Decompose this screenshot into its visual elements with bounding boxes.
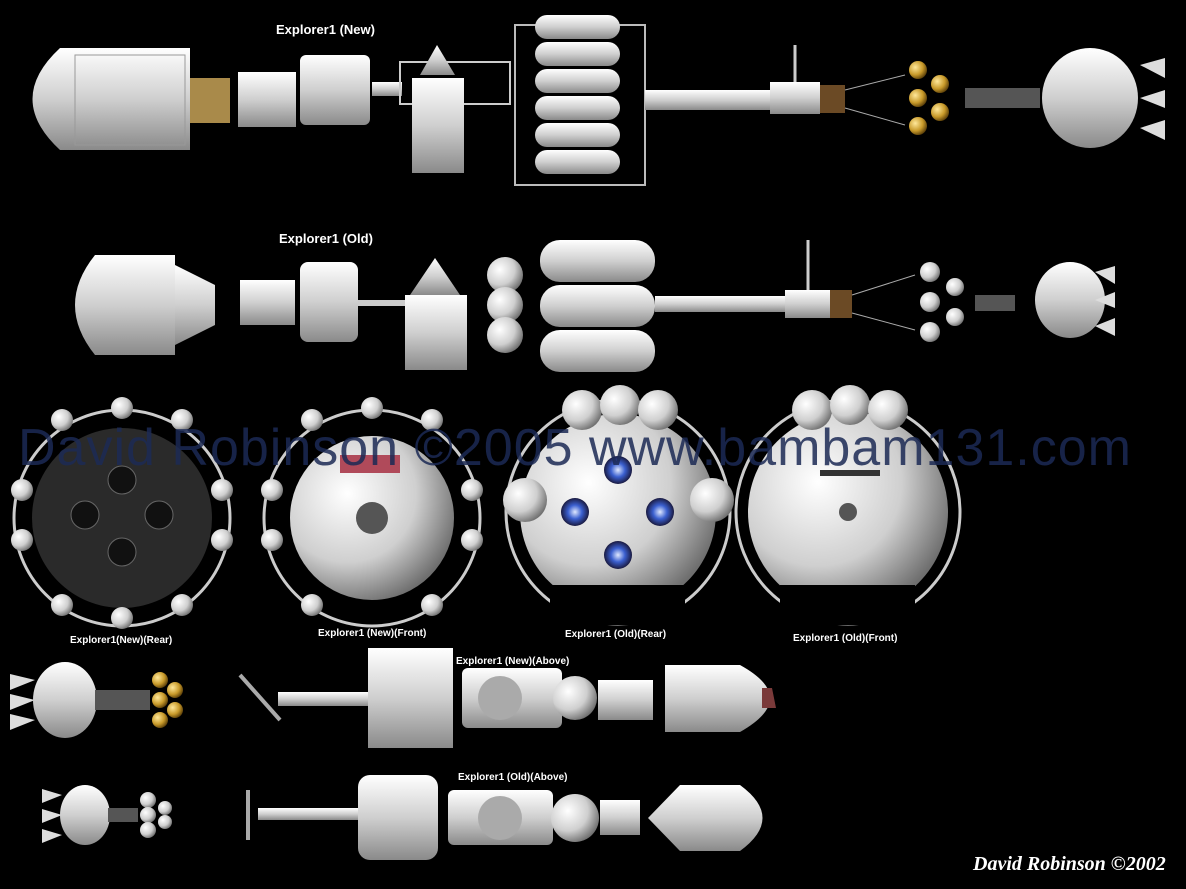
label-old-front: Explorer1 (Old)(Front) bbox=[793, 633, 898, 644]
label-old-above: Explorer1 (Old)(Above) bbox=[458, 772, 568, 783]
label-explorer-new: Explorer1 (New) bbox=[276, 22, 375, 37]
explorer-new-rear-view bbox=[11, 397, 233, 629]
label-old-rear: Explorer1 (Old)(Rear) bbox=[565, 629, 667, 640]
explorer-old-above-view bbox=[42, 775, 763, 860]
label-new-above: Explorer1 (New)(Above) bbox=[456, 656, 570, 667]
explorer-old-front-view bbox=[734, 385, 962, 626]
explorer-new-front-view bbox=[261, 397, 483, 628]
watermark-text: David Robinson ©2005 www.bambam131.com bbox=[18, 419, 1132, 477]
artist-signature: David Robinson ©2002 bbox=[973, 853, 1166, 875]
explorer-new-above-view bbox=[10, 648, 776, 748]
label-explorer-old: Explorer1 (Old) bbox=[279, 231, 373, 246]
explorer-new-side-view bbox=[32, 15, 1165, 186]
label-new-front: Explorer1 (New)(Front) bbox=[318, 628, 427, 639]
label-new-rear: Explorer1(New)(Rear) bbox=[70, 635, 173, 646]
explorer-old-rear-view bbox=[503, 385, 734, 626]
explorer-old-side-view bbox=[75, 240, 1115, 372]
